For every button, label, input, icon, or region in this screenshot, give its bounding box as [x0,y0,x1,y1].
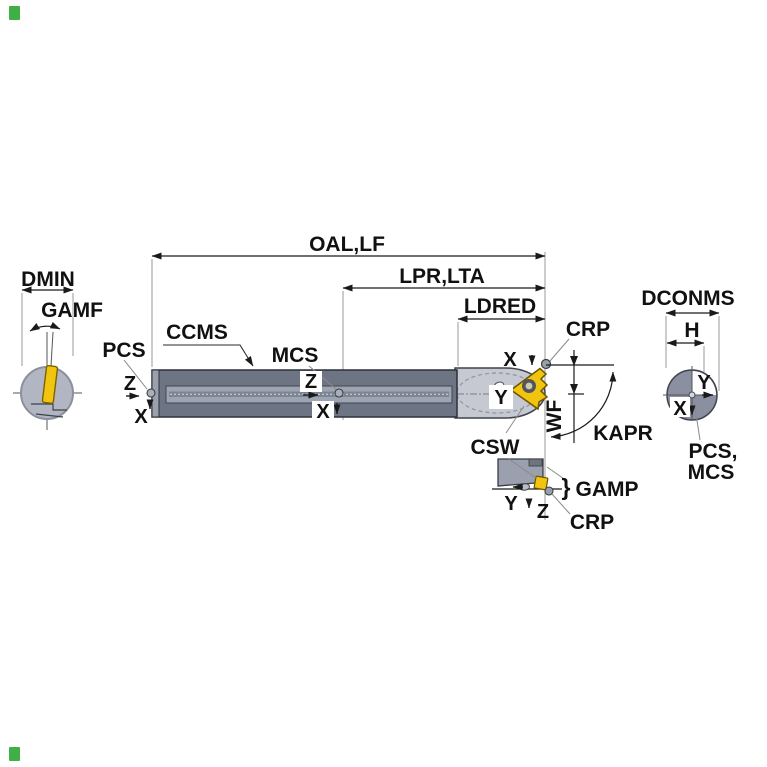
kapr-angle-arc [550,371,617,440]
axis-x-left: X [134,406,148,428]
wf-kapr-construction [546,350,617,443]
left-view-insert [41,364,59,404]
crp-bottom-leader [551,493,571,515]
axis-x-head: X [503,349,517,371]
label-crp-top: CRP [566,318,610,341]
label-oal-lf: OAL,LF [309,233,385,256]
right-view-center-point [688,391,696,399]
csw-leader-lower [508,458,537,479]
mcs-origin-point [334,388,344,398]
label-h: H [684,319,699,342]
x-mcs-label-bg [312,401,334,422]
label-dconms: DCONMS [641,287,734,310]
label-backgrounds [300,371,690,422]
label-gamp-brace: } [562,474,571,500]
axis-z-left: Z [124,373,136,395]
detail-insert [533,475,549,491]
detail-head-notch [528,458,543,467]
axis-z-detail: Z [537,501,549,523]
label-lpr-lta: LPR,LTA [399,265,485,288]
crp-point-main [540,358,552,370]
x-right-view-label-bg [670,397,690,417]
wf-arrow-top [570,356,578,366]
crp-top-leader [549,338,570,362]
label-pcs-left: PCS [102,339,145,362]
corner-mark-bottom-left-icon [9,747,20,761]
label-ccms: CCMS [166,321,228,344]
axis-z-mcs: Z [305,371,317,393]
label-pcs-mcs-line2: MCS [688,461,735,484]
left-end-view [13,362,82,430]
label-gamf: GAMF [41,299,103,322]
label-csw: CSW [471,436,520,459]
label-mcs: MCS [272,344,319,367]
label-ldred: LDRED [464,295,536,318]
wf-arrow-bottom [570,384,578,394]
label-gamp: GAMP [576,478,639,501]
axis-y-right-view: Y [697,372,711,394]
z-mcs-label-bg [300,371,322,392]
insert-screw-hole-center [525,382,533,390]
pcs-leader [123,359,148,390]
csw-leader-upper [505,405,525,434]
left-view-seat-edge [35,413,64,418]
pcs-origin-point [146,388,156,398]
mcs-leader [308,365,337,390]
label-pcs-mcs-line1: PCS, [688,440,737,463]
label-crp-bottom: CRP [570,511,614,534]
label-kapr: KAPR [593,422,653,445]
crp-point-detail [544,486,554,496]
gamf-leader-2 [50,331,54,367]
axis-y-head: Y [494,387,508,409]
corner-mark-top-left-icon [9,6,20,20]
axis-arrows [126,355,714,509]
y-head-label-bg [489,385,513,409]
label-dmin: DMIN [21,268,75,291]
label-wf: WF [543,400,566,433]
dimension-lines [21,252,720,367]
dim-arc-gamf [29,321,61,332]
axis-x-mcs: X [316,401,330,423]
labels: OAL,LF LPR,LTA LDRED DMIN GAMF PCS CCMS … [21,233,737,534]
corner-marks [9,6,20,761]
gamp-leader [546,466,568,482]
ccms-leader [163,344,254,367]
axis-x-right-view: X [673,398,687,420]
right-end-cutaway-quadrant [692,371,716,395]
left-view-seat-step [31,403,67,411]
leader-lines [123,338,701,515]
bottom-detail-view [492,458,562,496]
axis-y-detail: Y [504,493,518,515]
